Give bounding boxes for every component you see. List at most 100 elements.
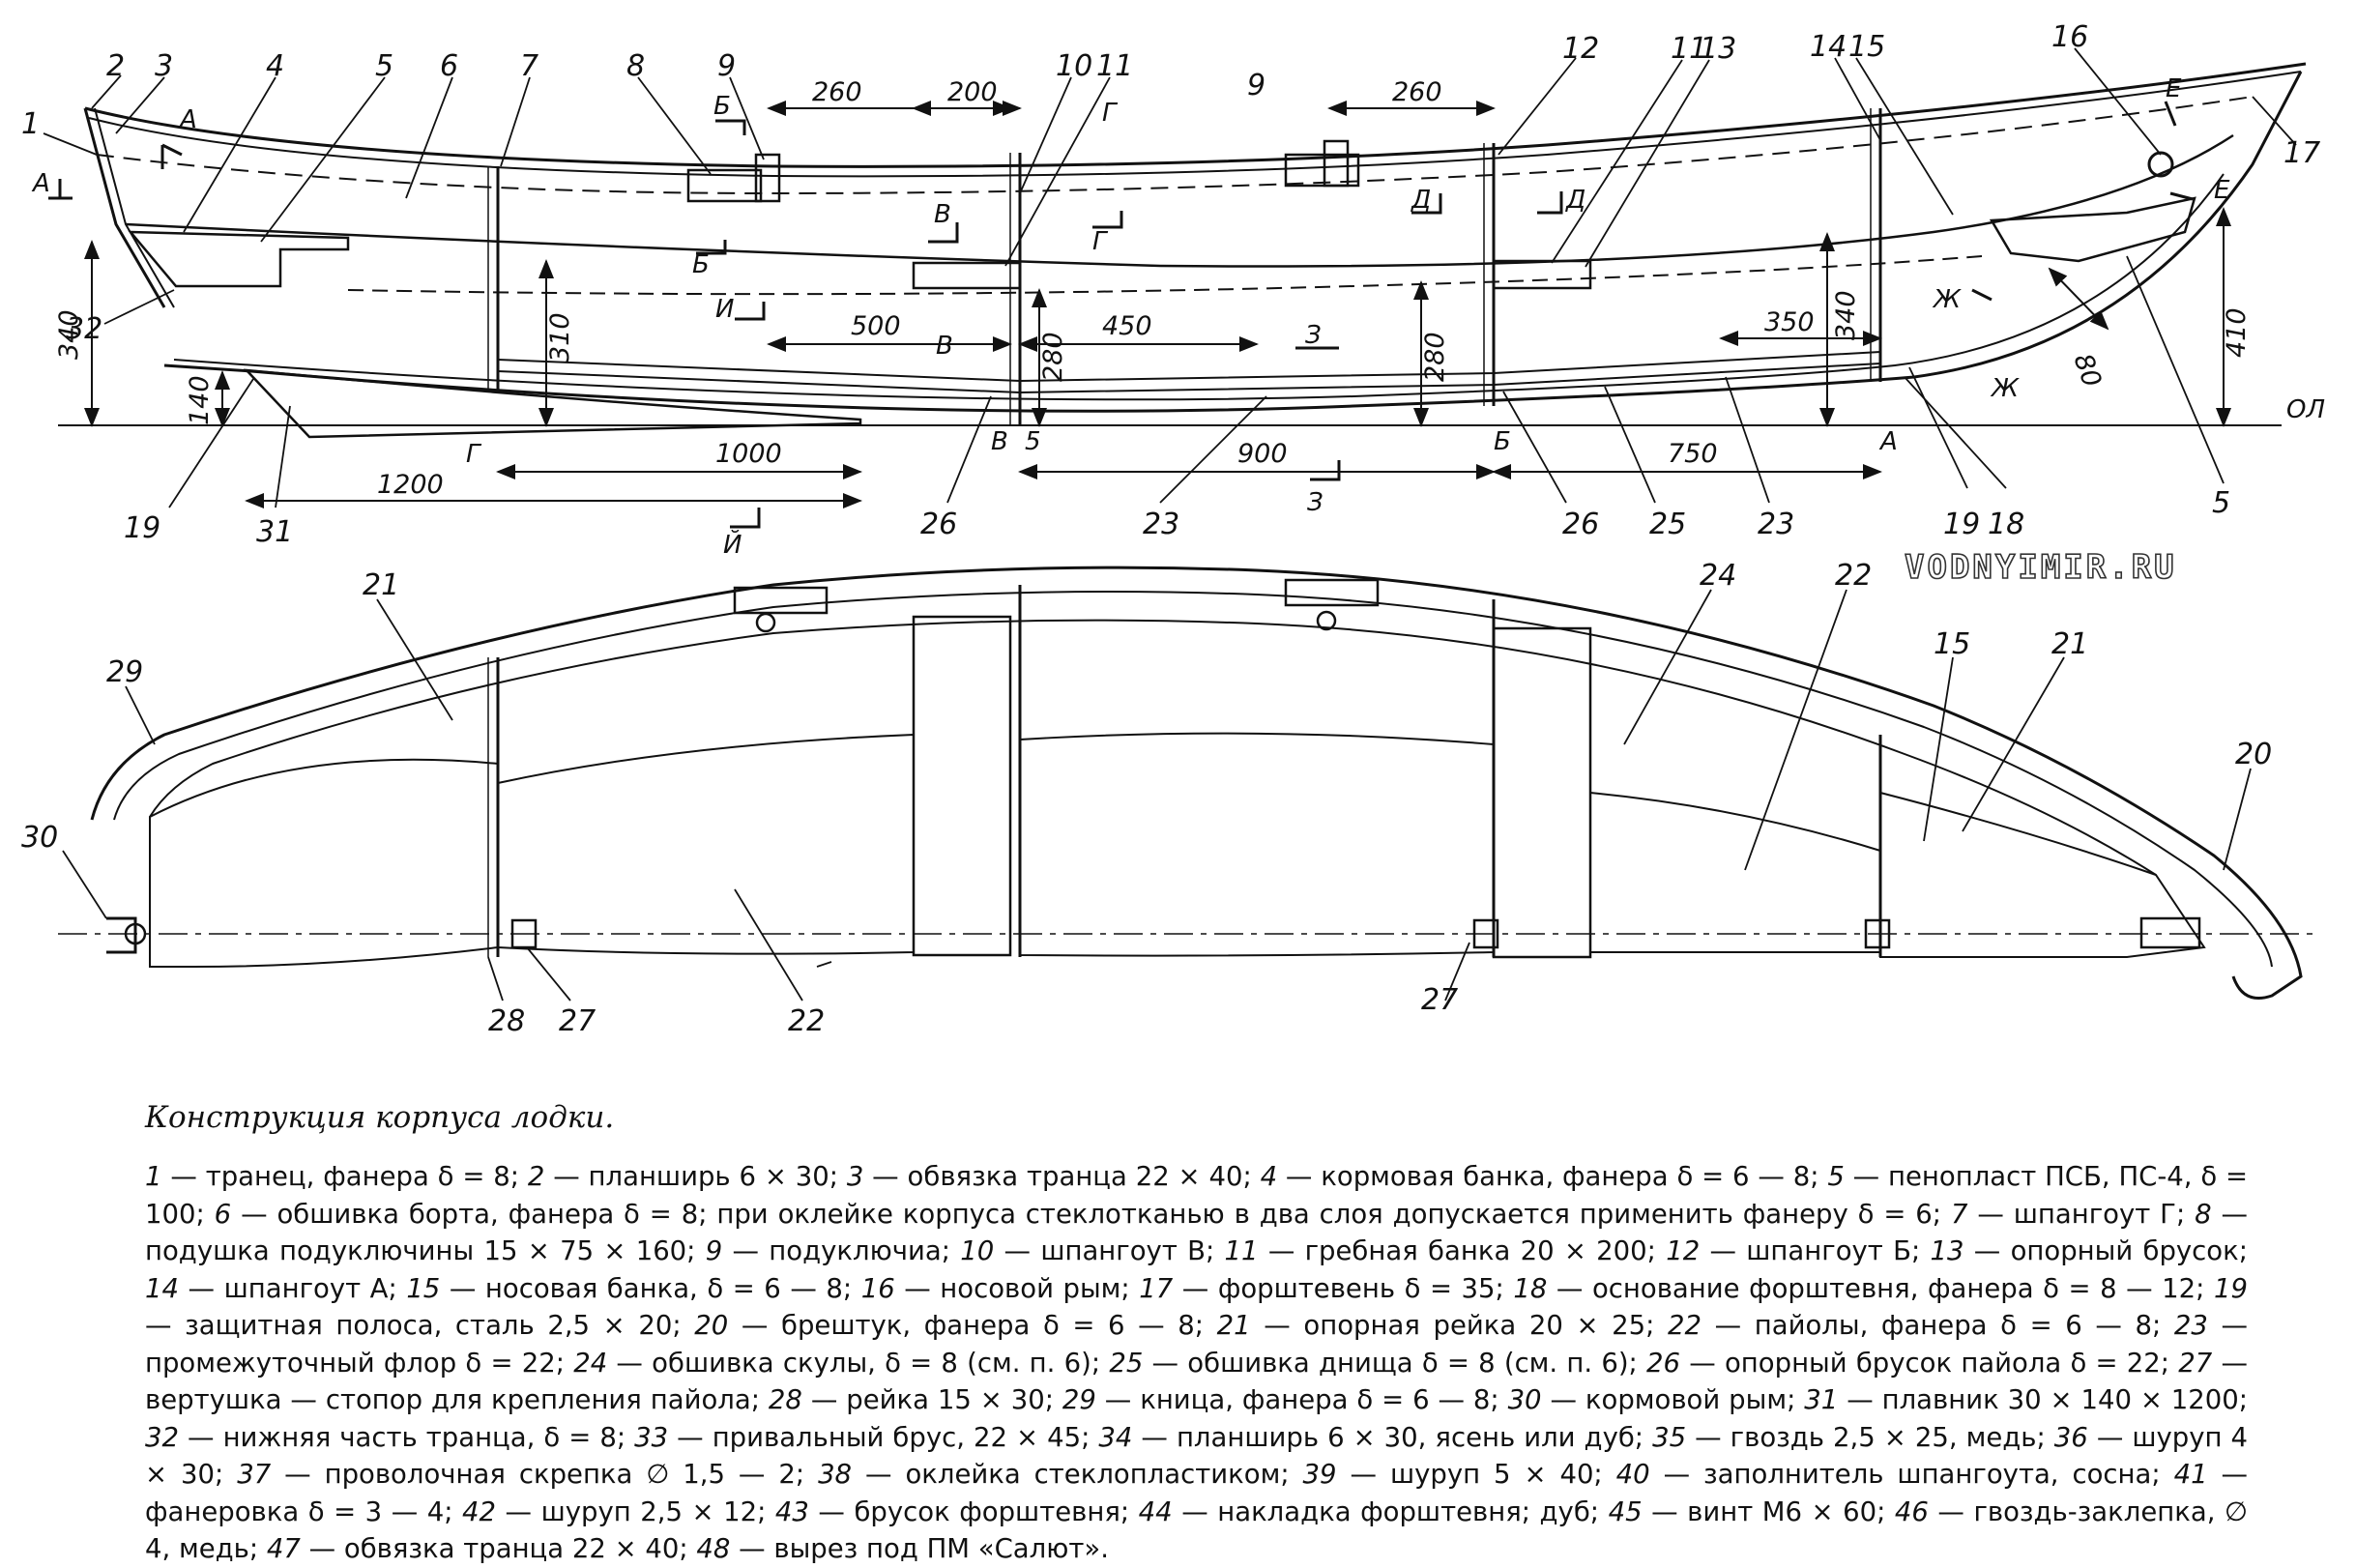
bow-foam-5	[1989, 196, 2196, 263]
legend-item-number: 1	[145, 1161, 162, 1192]
dim-500: 500	[851, 311, 901, 341]
legend-item-text: защитная полоса, сталь 2,5 × 20;	[185, 1310, 682, 1341]
legend-item-text: пайолы, фанера δ = 6 — 8;	[1754, 1310, 2162, 1341]
dim-350: 350	[1764, 307, 1815, 337]
legend-item: 46 — гвоздь-заклепка, ∅ 4, медь;	[145, 1495, 2248, 1565]
watermark: VODNYIMIR.RU	[1905, 548, 2177, 587]
section-marks	[48, 101, 2194, 529]
callout-19-left: 19	[124, 511, 160, 545]
section-G-mid: Г	[1092, 227, 1109, 256]
stern-foam-5	[128, 230, 350, 288]
dim-1200: 1200	[377, 470, 444, 500]
legend-item-number: 5	[1827, 1161, 1845, 1192]
legend-item-text: подуключиа;	[769, 1235, 950, 1266]
callout-27-left: 27	[559, 1004, 596, 1038]
legend-item-number: 23	[2173, 1310, 2208, 1341]
legend-item-number: 48	[696, 1533, 731, 1564]
callout-14: 14	[1810, 30, 1847, 64]
callout-11-right: 11	[1671, 32, 1707, 66]
callout-5-right: 5	[2212, 486, 2230, 520]
callout-9-left: 9	[717, 49, 736, 83]
floorboard-22-bow	[1589, 791, 1881, 954]
legend-item: 21 — опорная рейка 20 × 25;	[1216, 1310, 1655, 1341]
section-E-top: Е	[2166, 74, 2182, 103]
legend-item-number: 9	[705, 1235, 723, 1266]
callout-28: 28	[488, 1004, 525, 1038]
legend-item-number: 36	[2053, 1421, 2088, 1453]
legend-item-number: 33	[634, 1421, 669, 1453]
callout-20: 20	[2235, 738, 2272, 771]
legend-item-number: 47	[266, 1533, 301, 1564]
legend-item-text: подушка подуключины 15 × 75 × 160;	[145, 1235, 696, 1266]
legend-item-number: 44	[1138, 1495, 1173, 1527]
legend-item-number: 38	[818, 1459, 853, 1490]
dim-310: 310	[545, 312, 575, 363]
legend-item-number: 29	[1062, 1384, 1096, 1415]
callout-1: 1	[21, 107, 40, 141]
callout-15-plan: 15	[1934, 627, 1970, 661]
section-Z-bottom: З	[1307, 488, 1323, 517]
legend-item-number: 8	[2195, 1198, 2212, 1230]
legend-item: 19 — защитная полоса, сталь 2,5 × 20;	[145, 1272, 2248, 1342]
legend-item: 22 — пайолы, фанера δ = 6 — 8;	[1668, 1310, 2162, 1341]
legend-item-text: шуруп 4 × 30;	[145, 1421, 2249, 1491]
chine-line	[125, 133, 2234, 268]
legend-item-text: планширь 6 × 30, ясень или дуб;	[1176, 1421, 1644, 1453]
callout-23-left: 23	[1143, 508, 1179, 541]
legend-item: 40 — заполнитель шпангоута, сосна;	[1615, 1459, 2161, 1490]
callout-21-right: 21	[2051, 627, 2088, 661]
callout-23-right: 23	[1758, 508, 1794, 541]
legend-item-number: 43	[774, 1495, 809, 1527]
floorboard-22-center-left	[912, 615, 1012, 957]
callout-32: 32	[66, 312, 102, 346]
section-B-mid: Б	[692, 250, 710, 279]
legend-item-number: 46	[1894, 1495, 1929, 1527]
legend-item-number: 22	[1668, 1310, 1702, 1341]
callout-15-top: 15	[1848, 30, 1885, 64]
legend-item-text: шуруп 2,5 × 12;	[540, 1495, 767, 1527]
legend-item-number: 15	[406, 1272, 441, 1304]
section-A-left-top: А	[178, 105, 197, 134]
callout-6: 6	[440, 49, 458, 83]
section-IY: Й	[723, 529, 742, 560]
legend-item: 33 — привальный брус, 22 × 45;	[634, 1421, 1091, 1453]
legend-item-number: 42	[462, 1495, 497, 1527]
legend-item-number: 31	[1804, 1384, 1839, 1415]
legend-item-text: заполнитель шпангоута, сосна;	[1703, 1459, 2161, 1490]
callout-8: 8	[626, 49, 645, 83]
legend-item-number: 35	[1652, 1421, 1687, 1453]
legend-item: 41 — фанеровка δ = 3 — 4;	[145, 1459, 2249, 1527]
legend-item-number: 19	[2213, 1272, 2248, 1304]
legend-item-text: основание форштевня, фанера δ = 8 — 12;	[1591, 1272, 2205, 1304]
legend-item-text: плавник 30 × 140 × 1200;	[1881, 1384, 2249, 1415]
figure-caption: Конструкция корпуса лодки.	[145, 1100, 615, 1135]
legend-item-text: привальный брус, 22 × 45;	[712, 1421, 1091, 1453]
callout-31: 31	[256, 515, 293, 549]
legend-item: 1 — транец, фанера δ = 8;	[145, 1161, 519, 1192]
legend-item: 24 — обшивка скулы, δ = 8 (см. п. 6);	[573, 1347, 1101, 1379]
legend-item-number: 20	[694, 1310, 729, 1341]
legend-item: 15 — носовая банка, δ = 6 — 8;	[406, 1272, 853, 1304]
dimension-lines	[84, 101, 2231, 508]
legend-item: 44 — накладка форштевня; дуб;	[1138, 1495, 1600, 1527]
legend-item-number: 26	[1646, 1347, 1681, 1379]
callout-17: 17	[2283, 136, 2320, 170]
legend-item-number: 24	[573, 1347, 608, 1379]
legend-item-text: транец, фанера δ = 8;	[205, 1161, 519, 1192]
plan-view	[58, 566, 2320, 1000]
callout-9-right: 9	[1247, 69, 1265, 102]
section-V-top: В	[934, 200, 951, 229]
section-Z-top: З	[1305, 321, 1322, 350]
section-ZH-bottom: Ж	[1990, 374, 2020, 403]
dim-340-left: 340	[54, 309, 84, 360]
legend-item-number: 6	[214, 1198, 232, 1230]
section-A-left: А	[31, 169, 50, 198]
legend-item-text: опорная рейка 20 × 25;	[1303, 1310, 1655, 1341]
legend-item-number: 3	[846, 1161, 864, 1192]
dim-140: 140	[185, 375, 215, 425]
legend-item-number: 14	[145, 1272, 179, 1304]
legend-item: 23 — промежуточный флор δ = 22;	[145, 1310, 2248, 1379]
legend-item-number: 37	[237, 1459, 272, 1490]
legend-item-number: 2	[527, 1161, 545, 1192]
legend-item-number: 30	[1507, 1384, 1542, 1415]
